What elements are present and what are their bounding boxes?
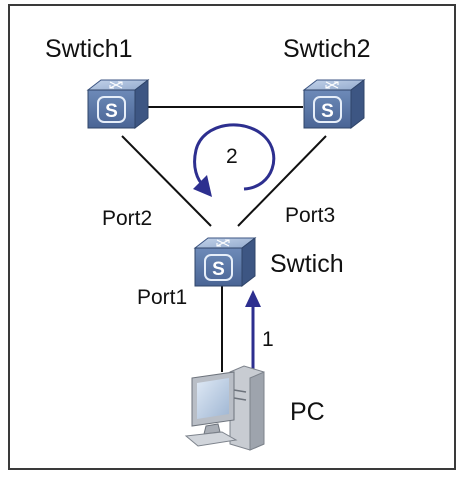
switch2-badge: S (321, 101, 334, 122)
pc-label: PC (290, 398, 325, 426)
switch1-badge: S (105, 101, 118, 122)
step1-label: 1 (262, 328, 274, 351)
diagram-frame (8, 4, 456, 470)
port3-label: Port3 (285, 204, 335, 227)
switch1-label: Swtich1 (45, 35, 133, 63)
upward-arrow (245, 290, 261, 372)
switch2-label: Swtich2 (283, 35, 371, 63)
link-switch2-switch (237, 135, 327, 227)
step2-label: 2 (226, 145, 238, 168)
switch-badge: S (212, 259, 225, 280)
switch1-icon: S (87, 79, 149, 129)
port2-label: Port2 (102, 207, 152, 230)
switch-label: Swtich (270, 250, 344, 278)
loop-arrow (193, 123, 276, 197)
pc-icon (184, 365, 265, 451)
switch-icon: S (194, 237, 256, 287)
link-switch1-switch (121, 135, 212, 227)
port1-label: Port1 (137, 286, 187, 309)
switch2-icon: S (303, 79, 365, 129)
